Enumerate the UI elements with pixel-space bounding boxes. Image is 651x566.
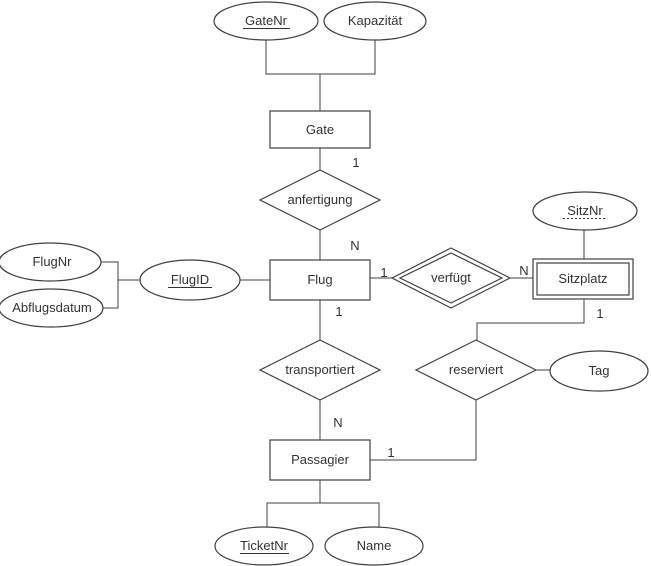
entity-gate-box [269,110,371,149]
entity-passagier: Passagier [269,439,371,481]
relationship-reserviert-diamond [414,339,538,401]
attribute-flugnr-ellipse [0,242,102,282]
relationship-verfuegt-label: verfügt [431,270,471,285]
relationship-anfertigung-label: anfertigung [287,192,352,207]
relationship-transportiert-label: transportiert [285,362,355,377]
relationship-reserviert: reserviert [414,339,538,401]
cardinality-passagier-reserviert: 1 [387,445,394,460]
cardinality-sitzplatz-reserviert: 1 [596,306,603,321]
connector-passagier-attributes-bracket [266,502,380,528]
relationship-verfuegt: verfügt [390,247,512,309]
attribute-abflugsdatum-label: Abflugsdatum [12,300,92,315]
attribute-sitznr: SitzNr [532,191,638,231]
entity-sitzplatz: Sitzplatz [532,258,634,300]
attribute-ticketnr: TicketNr [214,526,314,566]
attribute-kapazitaet-label: Kapazität [348,13,403,28]
entity-sitzplatz-label: Sitzplatz [558,271,607,286]
connectors [100,40,585,528]
cardinality-flug-verfuegt: 1 [380,265,387,280]
attribute-kapazitaet: Kapazität [323,1,427,41]
attribute-ticketnr-label: TicketNr [240,538,289,553]
entity-gate: Gate [269,110,371,149]
entity-flug: Flug [269,259,371,301]
attribute-abflugsdatum: Abflugsdatum [0,288,104,328]
cardinality-transportiert-passagier: N [333,415,342,430]
attribute-tag-label: Tag [589,363,610,378]
attribute-flugid: FlugID [139,259,241,301]
relationship-transportiert-diamond [258,339,382,401]
attribute-tag: Tag [549,350,649,392]
attribute-sitznr-ellipse [532,191,638,231]
attribute-gatenr-label: GateNr [245,13,288,28]
relationship-transportiert: transportiert [258,339,382,401]
attribute-name-ellipse [324,526,424,566]
attribute-name-label: Name [357,538,392,553]
connector-flug-attributes-bracket [100,261,119,309]
cardinality-verfuegt-sitzplatz: N [519,263,528,278]
connector-gate-attributes-bracket [265,40,376,75]
attribute-gatenr: GateNr [213,1,319,41]
attribute-tag-ellipse [549,350,649,392]
cardinality-anfertigung-flug: N [350,238,359,253]
entity-passagier-label: Passagier [291,452,349,467]
cardinality-gate-anfertigung: 1 [352,155,359,170]
entity-gate-label: Gate [306,122,334,137]
attribute-name: Name [324,526,424,566]
attribute-sitznr-label: SitzNr [567,203,603,218]
attribute-flugid-label: FlugID [171,272,209,287]
cardinality-flug-transportiert: 1 [335,304,342,319]
relationship-anfertigung-diamond [258,169,382,231]
attribute-flugnr: FlugNr [0,242,102,282]
attribute-gatenr-ellipse [213,1,319,41]
relationship-reserviert-label: reserviert [449,362,504,377]
entity-sitzplatz-box-inner [536,262,630,296]
cardinality-labels: 1 N 1 N 1 1 N 1 [333,155,603,460]
attribute-flugnr-label: FlugNr [32,254,72,269]
relationship-anfertigung: anfertigung [258,169,382,231]
attribute-kapazitaet-ellipse [323,1,427,41]
entity-flug-box [269,259,371,301]
entity-flug-label: Flug [307,272,332,287]
relationship-verfuegt-diamond-inner [398,252,504,304]
entity-passagier-box [269,439,371,481]
attribute-flugid-ellipse [139,259,241,301]
attribute-abflugsdatum-ellipse [0,288,104,328]
attribute-ticketnr-ellipse [214,526,314,566]
connector-reserviert-passagier [370,400,477,461]
connector-sitzplatz-reserviert [476,299,585,340]
